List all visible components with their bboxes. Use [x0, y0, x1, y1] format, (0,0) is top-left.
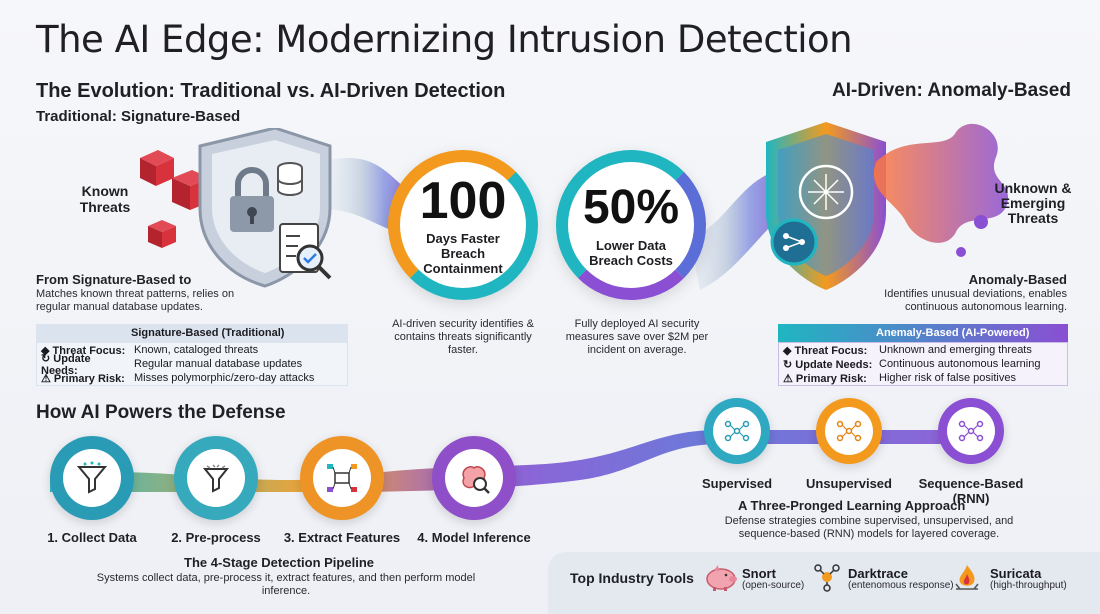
tools-heading: Top Industry Tools: [570, 570, 694, 586]
database-icon: [277, 162, 303, 196]
stat-lower-costs: 50% Lower Data Breach Costs: [556, 150, 706, 300]
cube-icon: [140, 150, 210, 248]
network-node-icon: [814, 564, 840, 592]
table-row: ◆ Threat Focus:Known, cataloged threats: [37, 343, 347, 357]
traditional-shield-illustration: [140, 128, 332, 288]
evolution-heading: The Evolution: Traditional vs. AI-Driven…: [36, 80, 506, 102]
right-subheading: Anomaly-Based: [968, 272, 1067, 287]
stage-collect-data: [50, 436, 134, 520]
right-description: Identifies unusual deviations, enables c…: [884, 288, 1067, 313]
defense-heading: How AI Powers the Defense: [36, 402, 286, 423]
stat-days-faster: 100 Days Faster Breach Containment: [388, 150, 538, 300]
stage-preprocess: [174, 436, 258, 520]
learning-supervised: [704, 398, 770, 464]
pipeline-title: The 4-Stage Detection Pipeline: [184, 555, 374, 570]
table-row: ↻ Update Needs:Regular manual database u…: [37, 353, 347, 377]
learning-title: A Three-Pronged Learning Approach: [738, 498, 966, 513]
tool-name: Snort: [742, 566, 776, 581]
learning-description: Defense strategies combine supervised, u…: [724, 515, 1014, 540]
brain-icon: [798, 164, 854, 220]
stage-label: 1. Collect Data: [47, 530, 137, 545]
tool-name: Darktrace: [848, 566, 908, 581]
chip-icon: [327, 464, 357, 492]
learning-label: Supervised: [701, 476, 773, 491]
stat-description: AI-driven security identifies & contains…: [392, 318, 534, 356]
table-row: ⚠ Primary Risk:Higher risk of false posi…: [779, 371, 1067, 385]
flame-icon: [955, 565, 979, 590]
stat-value: 100: [419, 171, 507, 230]
pig-icon: [706, 565, 737, 591]
filter-icon: [202, 464, 230, 493]
table-row: ⚠ Primary Risk:Misses polymorphic/zero-d…: [37, 371, 347, 385]
left-description: Matches known threat patterns, relies on…: [36, 288, 235, 313]
anomaly-comparison-table: Anemaly-Based (AI-Powered) ◆ Threat Focu…: [778, 324, 1068, 386]
warning-icon: ⚠ Primary Risk:: [41, 372, 125, 385]
table-row: ↻ Update Needs:Continuous autonomous lea…: [779, 357, 1067, 371]
stat-value: 50%: [582, 181, 680, 234]
neural-network-icon: [958, 420, 984, 442]
learning-unsupervised: [816, 398, 882, 464]
warning-icon: ⚠ Primary Risk:: [783, 372, 867, 385]
tool-subtitle: (open-source): [742, 580, 805, 591]
known-threats-label: Known Threats: [79, 183, 131, 215]
pipeline-ribbon: [50, 430, 1000, 492]
lock-icon: [230, 167, 274, 232]
neural-network-icon: [724, 420, 750, 442]
stage-extract-features: [300, 436, 384, 520]
table-row: ◆ Threat Focus:Unknown and emerging thre…: [779, 343, 1067, 357]
learning-label: Unsupervised: [806, 476, 892, 491]
neural-network-icon: [836, 420, 862, 442]
funnel-icon: [76, 461, 108, 494]
diamond-icon: ◆ Threat Focus:: [41, 344, 126, 357]
page-title: The AI Edge: Modernizing Intrusion Detec…: [36, 18, 853, 61]
unknown-threats-label: Unknown & Emerging Threats: [994, 180, 1072, 226]
traditional-heading: Traditional: Signature-Based: [36, 108, 241, 125]
table-header: Signature-Based (Traditional): [36, 324, 348, 342]
stat-label: Lower Data Breach Costs: [589, 238, 673, 268]
neural-network-icon: [770, 218, 818, 266]
refresh-icon: ↻ Update Needs:: [783, 358, 873, 371]
stage-label: 4. Model Inference: [417, 530, 531, 545]
tool-name: Suricata: [990, 566, 1042, 581]
stat-description: Fully deployed AI security measures save…: [565, 318, 709, 356]
refresh-icon: ↻ Update Needs:: [41, 352, 91, 377]
tool-subtitle: (high-throughput): [990, 580, 1067, 591]
ai-shield-illustration: [766, 122, 1009, 290]
brain-icon: [462, 466, 490, 494]
pipeline-description: Systems collect data, pre-process it, ex…: [96, 572, 476, 597]
signature-comparison-table: Signature-Based (Traditional) ◆ Threat F…: [36, 324, 348, 386]
tool-subtitle: (entenomous response): [848, 580, 954, 591]
left-subheading: From Signature-Based to: [36, 272, 192, 287]
ai-heading: AI-Driven: Anomaly-Based: [832, 80, 1071, 101]
stage-model-inference: [432, 436, 516, 520]
learning-label: Sequence-Based (RNN): [918, 476, 1024, 506]
table-header: Anemaly-Based (AI-Powered): [778, 324, 1068, 342]
checklist-icon: [279, 223, 332, 280]
tools-bar: [548, 552, 1100, 614]
stage-label: 2. Pre-process: [171, 530, 261, 545]
stat-label: Days Faster Breach Containment: [423, 230, 503, 276]
stage-label: 3. Extract Features: [283, 530, 401, 545]
learning-sequence-rnn: [938, 398, 1004, 464]
diamond-icon: ◆ Threat Focus:: [783, 344, 868, 357]
